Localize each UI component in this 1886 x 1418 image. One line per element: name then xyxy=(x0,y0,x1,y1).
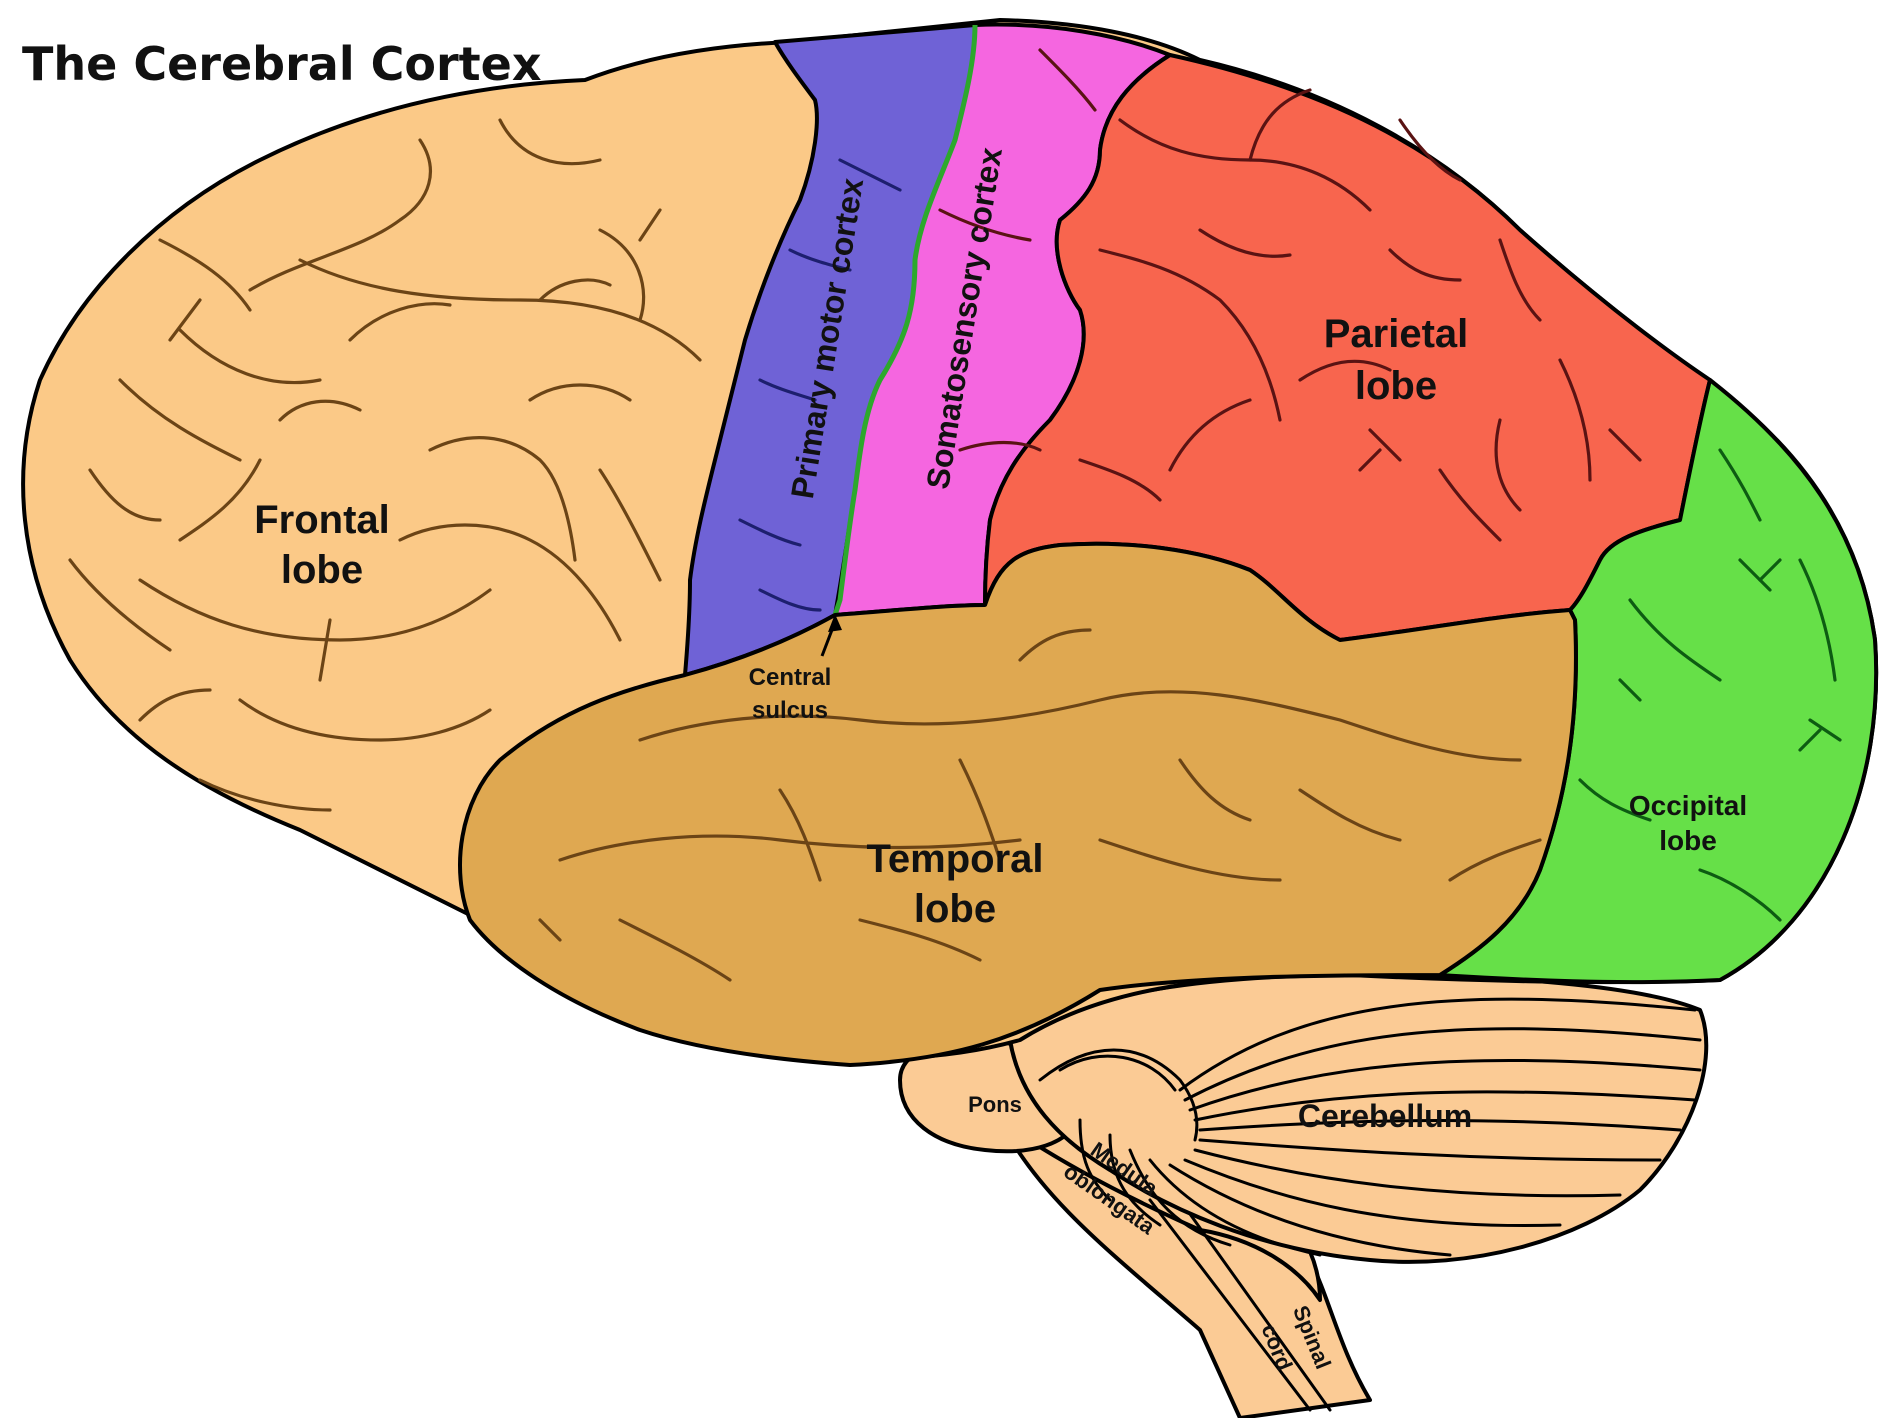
svg-text:sulcus: sulcus xyxy=(752,697,828,724)
diagram-title: The Cerebral Cortex xyxy=(22,37,542,91)
svg-text:lobe: lobe xyxy=(1659,825,1717,856)
cerebellum-label: Cerebellum xyxy=(1298,1098,1472,1134)
svg-text:lobe: lobe xyxy=(281,548,363,592)
svg-text:lobe: lobe xyxy=(1355,364,1437,408)
svg-text:Central: Central xyxy=(749,664,832,691)
svg-text:Frontal: Frontal xyxy=(254,498,390,542)
svg-text:Parietal: Parietal xyxy=(1324,312,1469,356)
svg-text:Temporal: Temporal xyxy=(866,837,1043,881)
svg-text:lobe: lobe xyxy=(914,887,996,931)
svg-text:Occipital: Occipital xyxy=(1629,790,1747,821)
pons-label: Pons xyxy=(968,1092,1022,1117)
